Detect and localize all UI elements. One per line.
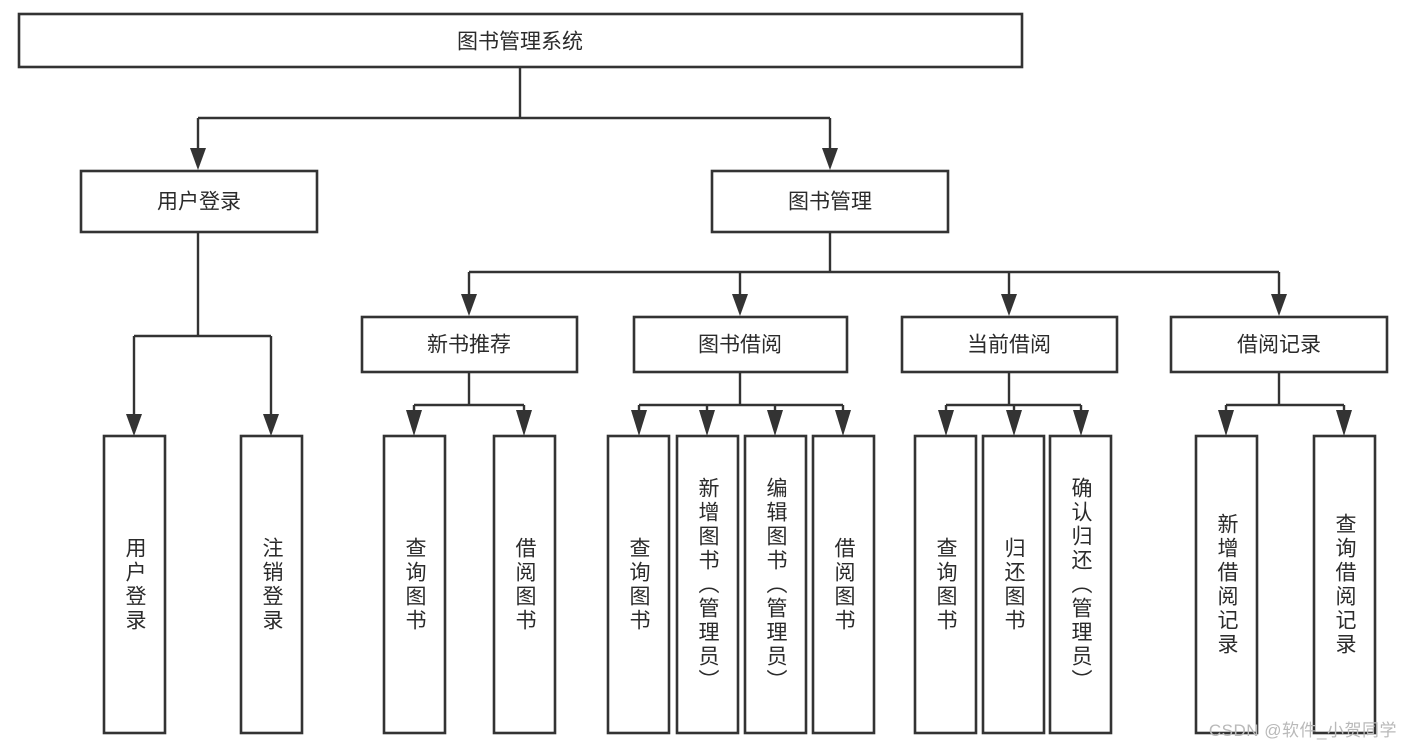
node-book-management-label: 图书管理 — [788, 191, 872, 214]
leaf-label: 查询图书 — [403, 536, 426, 633]
arrow-head-icon — [699, 410, 715, 436]
leaf-label: 注销登录 — [260, 536, 283, 633]
leaf-query-book-current-label-wrap: 查询图书 — [934, 536, 957, 633]
leaf-borrow-book-newbook-label-wrap: 借阅图书 — [513, 536, 536, 633]
arrow-head-icon — [461, 294, 477, 316]
arrow-head-icon — [1271, 294, 1287, 316]
leaf-borrow-book-box[interactable] — [811, 434, 876, 735]
leaf-label: 查询图书 — [627, 536, 650, 633]
leaf-label: 查询借阅记录 — [1333, 512, 1356, 657]
leaf-label: 新增借阅记录 — [1215, 512, 1238, 657]
leaf-query-borrow-record-box[interactable] — [1312, 434, 1377, 735]
leaf-add-borrow-record-label-wrap: 新增借阅记录 — [1215, 512, 1238, 657]
node-book-management[interactable]: 图书管理 — [710, 169, 950, 234]
leaf-borrow-book-newbook-box[interactable] — [492, 434, 557, 735]
arrow-head-icon — [1001, 294, 1017, 316]
node-book-borrow[interactable]: 图书借阅 — [632, 315, 849, 374]
leaf-query-book-newbook-label-wrap: 查询图书 — [403, 536, 426, 633]
arrow-head-icon — [732, 294, 748, 316]
leaf-logout-box[interactable] — [239, 434, 304, 735]
leaf-query-book-borrow-box[interactable] — [606, 434, 671, 735]
leaf-node[interactable]: 新增图书（管理员） — [675, 434, 740, 735]
leaf-node[interactable]: 查询图书 — [913, 434, 978, 735]
arrow-head-icon — [938, 410, 954, 436]
arrow-head-icon — [835, 410, 851, 436]
leaf-add-book-label-wrap: 新增图书（管理员） — [696, 476, 719, 693]
leaf-label: 归还图书 — [1002, 536, 1025, 633]
leaf-node[interactable]: 用户登录 — [102, 434, 167, 735]
node-borrow-record[interactable]: 借阅记录 — [1169, 315, 1389, 374]
leaf-node[interactable]: 注销登录 — [239, 434, 304, 735]
leaf-edit-book-label-wrap: 编辑图书（管理员） — [764, 476, 787, 693]
leaf-label: 编辑图书（管理员） — [764, 476, 787, 693]
leaf-label: 借阅图书 — [513, 536, 536, 633]
node-current-borrow-label: 当前借阅 — [967, 334, 1051, 357]
arrow-head-icon — [190, 148, 206, 170]
leaf-label: 查询图书 — [934, 536, 957, 633]
arrow-head-icon — [1006, 410, 1022, 436]
arrow-head-icon — [1336, 410, 1352, 436]
node-new-book-recommend-box[interactable] — [360, 315, 579, 374]
node-borrow-record-box[interactable] — [1169, 315, 1389, 374]
arrow-head-icon — [822, 148, 838, 170]
leaf-node[interactable]: 归还图书 — [981, 434, 1046, 735]
arrow-head-icon — [516, 410, 532, 436]
leaf-add-borrow-record-box[interactable] — [1194, 434, 1259, 735]
node-current-borrow-box[interactable] — [900, 315, 1119, 374]
arrow-head-icon — [1218, 410, 1234, 436]
node-new-book-recommend-label: 新书推荐 — [427, 334, 511, 357]
leaf-node[interactable]: 新增借阅记录 — [1194, 434, 1259, 735]
leaf-label: 借阅图书 — [832, 536, 855, 633]
leaf-query-book-newbook-box[interactable] — [382, 434, 447, 735]
leaf-confirm-return-label-wrap: 确认归还（管理员） — [1069, 476, 1092, 693]
arrow-head-icon — [263, 414, 279, 436]
leaf-return-book-label-wrap: 归还图书 — [1002, 536, 1025, 633]
node-root-box[interactable] — [17, 12, 1024, 69]
arrow-head-icon — [631, 410, 647, 436]
node-root-label: 图书管理系统 — [457, 31, 583, 54]
leaf-edit-book-box[interactable] — [743, 434, 808, 735]
leaf-query-book-current-box[interactable] — [913, 434, 978, 735]
node-current-borrow[interactable]: 当前借阅 — [900, 315, 1119, 374]
leaf-return-book-box[interactable] — [981, 434, 1046, 735]
node-user-login-box[interactable] — [79, 169, 319, 234]
leaf-label: 确认归还（管理员） — [1069, 476, 1092, 693]
leaf-label: 用户登录 — [123, 536, 146, 633]
leaf-user-login-box[interactable] — [102, 434, 167, 735]
leaf-query-borrow-record-label-wrap: 查询借阅记录 — [1333, 512, 1356, 657]
node-book-borrow-box[interactable] — [632, 315, 849, 374]
node-borrow-record-label: 借阅记录 — [1237, 334, 1321, 357]
node-root[interactable]: 图书管理系统 — [17, 12, 1024, 69]
leaf-add-book-box[interactable] — [675, 434, 740, 735]
leaf-label: 新增图书（管理员） — [696, 476, 719, 693]
connector-group — [126, 67, 1352, 436]
node-new-book-recommend[interactable]: 新书推荐 — [360, 315, 579, 374]
node-user-login[interactable]: 用户登录 — [79, 169, 319, 234]
leaf-node[interactable]: 查询借阅记录 — [1312, 434, 1377, 735]
arrow-head-icon — [1073, 410, 1089, 436]
arrow-head-icon — [126, 414, 142, 436]
leaf-node[interactable]: 借阅图书 — [811, 434, 876, 735]
leaf-node[interactable]: 编辑图书（管理员） — [743, 434, 808, 735]
leaf-user-login-label-wrap: 用户登录 — [123, 536, 146, 633]
leaf-node[interactable]: 查询图书 — [382, 434, 447, 735]
leaf-query-book-borrow-label-wrap: 查询图书 — [627, 536, 650, 633]
node-user-login-label: 用户登录 — [157, 191, 241, 214]
leaf-node[interactable]: 借阅图书 — [492, 434, 557, 735]
leaf-logout-label-wrap: 注销登录 — [260, 536, 283, 633]
leaf-node[interactable]: 确认归还（管理员） — [1048, 434, 1113, 735]
arrow-head-icon — [767, 410, 783, 436]
leaf-borrow-book-label-wrap: 借阅图书 — [832, 536, 855, 633]
node-book-borrow-label: 图书借阅 — [698, 334, 782, 357]
node-book-management-box[interactable] — [710, 169, 950, 234]
leaf-node[interactable]: 查询图书 — [606, 434, 671, 735]
leaf-confirm-return-box[interactable] — [1048, 434, 1113, 735]
arrow-head-icon — [406, 410, 422, 436]
